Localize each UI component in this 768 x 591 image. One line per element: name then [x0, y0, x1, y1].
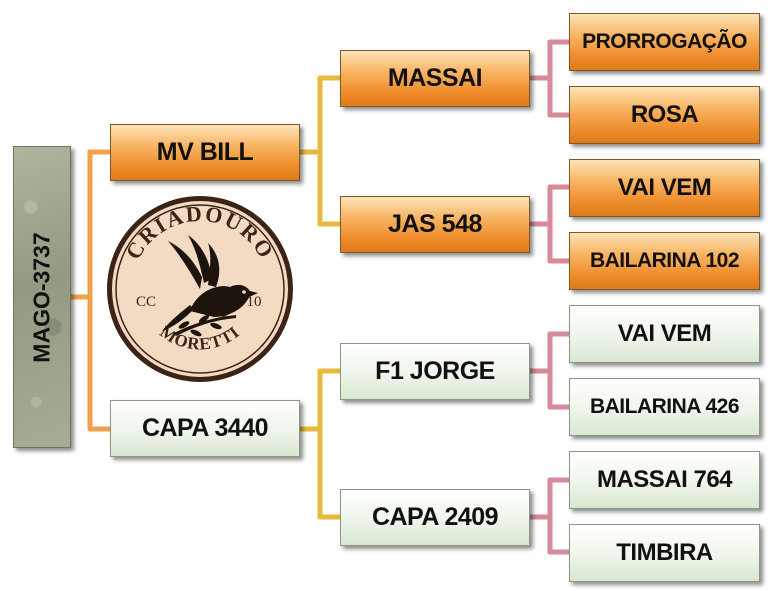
maternal-granddam-name: CAPA 2409: [371, 503, 499, 531]
great-grandparent-8-box: TIMBIRA: [569, 524, 760, 582]
maternal-grandsire-box: F1 JORGE: [340, 343, 530, 400]
great-grandparent-1-box: PRORROGAÇÃO: [569, 13, 760, 71]
great-grandparent-4-box: BAILARINA 102: [569, 232, 760, 290]
dam-box: CAPA 3440: [110, 400, 300, 457]
logo-right-text: 10: [247, 294, 262, 310]
root-bird-box: MAGO-3737: [13, 146, 71, 448]
great-grandparent-4-name: BAILARINA 102: [589, 249, 740, 272]
sire-name: MV BILL: [156, 138, 254, 166]
great-grandparent-5-box: VAI VEM: [569, 305, 760, 363]
great-grandparent-7-name: MASSAI 764: [596, 466, 733, 493]
great-grandparent-7-box: MASSAI 764: [569, 451, 760, 509]
great-grandparent-6-box: BAILARINA 426: [569, 378, 760, 436]
dam-name: CAPA 3440: [141, 414, 269, 442]
sire-box: MV BILL: [110, 124, 300, 181]
paternal-grandsire-name: MASSAI: [387, 64, 483, 92]
great-grandparent-8-name: TIMBIRA: [616, 539, 713, 566]
olive-branch-icon: [174, 309, 236, 337]
maternal-grandsire-name: F1 JORGE: [375, 357, 495, 385]
paternal-grandsire-box: MASSAI: [340, 50, 530, 107]
great-grandparent-6-name: BAILARINA 426: [589, 395, 740, 418]
criadouro-logo: CRIADOURO MORETTI CC 10: [107, 196, 293, 382]
great-grandparent-1-name: PRORROGAÇÃO: [582, 30, 747, 53]
paternal-granddam-box: JAS 548: [340, 196, 530, 253]
logo-left-text: CC: [136, 294, 156, 310]
great-grandparent-2-name: ROSA: [630, 101, 699, 128]
great-grandparent-3-box: VAI VEM: [569, 159, 760, 217]
paternal-granddam-name: JAS 548: [388, 210, 482, 238]
gen2-connectors: [527, 39, 574, 555]
great-grandparent-2-box: ROSA: [569, 86, 760, 144]
root-bird-name: MAGO-3737: [28, 231, 55, 363]
great-grandparent-5-name: VAI VEM: [617, 320, 712, 347]
gen1-connectors: [297, 75, 344, 520]
root-connector: [68, 149, 115, 432]
great-grandparent-3-name: VAI VEM: [617, 174, 712, 201]
maternal-granddam-box: CAPA 2409: [340, 489, 530, 546]
dove-icon: [162, 235, 258, 331]
logo-inner-ring: [115, 204, 285, 374]
